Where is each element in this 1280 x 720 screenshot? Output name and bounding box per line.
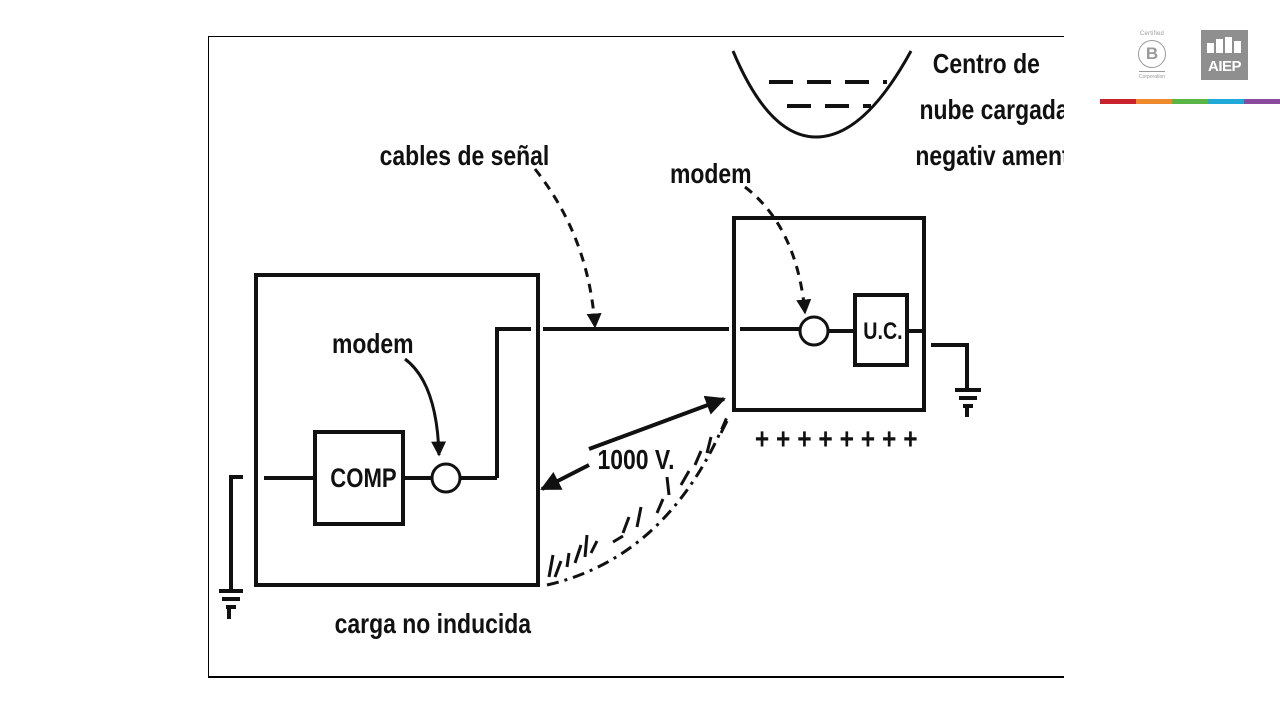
charged-cloud	[731, 50, 913, 139]
comp-label: COMP	[330, 464, 396, 494]
b-corp-top-text: Certified	[1139, 31, 1165, 37]
plus-signs: + + + + + + + +	[755, 422, 918, 456]
local-ground-icon	[219, 475, 243, 619]
stripe-segment	[1100, 99, 1136, 104]
stripe-segment	[1136, 99, 1172, 104]
b-corp-bottom-text: Corporation	[1138, 74, 1166, 80]
b-corp-logo: Certified B Corporation	[1131, 30, 1173, 82]
remote-ground-icon	[931, 343, 981, 417]
aiep-text: AIEP	[1207, 58, 1242, 75]
b-corp-rule	[1139, 71, 1165, 72]
remote-modem-arrow	[744, 185, 812, 315]
brand-color-stripe	[1100, 99, 1280, 104]
stripe-segment	[1172, 99, 1208, 104]
cloud-label-line-3: negativ amente	[915, 141, 1064, 172]
induced-discharge-path	[546, 416, 729, 587]
remote-unit-box	[732, 216, 926, 412]
cloud-label-line-1: Centro de	[933, 49, 1040, 80]
diagram-frame: Centro de nube cargada negativ amente ca…	[208, 36, 1064, 678]
signal-cable	[495, 327, 922, 478]
uc-label: U.C.	[863, 317, 902, 344]
potential-arrow-to-remote	[588, 395, 726, 451]
signal-cables-label: cables de señal	[380, 141, 550, 172]
local-unit-box	[254, 273, 540, 587]
voltage-label: 1000 V.	[597, 445, 674, 476]
local-modem-arrow	[404, 357, 447, 457]
cloud-label-line-2: nube cargada	[919, 95, 1064, 126]
aiep-logo: AIEP	[1201, 30, 1248, 80]
stripe-segment	[1208, 99, 1244, 104]
remote-modem-circle	[798, 315, 830, 347]
local-modem-circle	[430, 462, 462, 494]
comp-box	[313, 430, 405, 526]
b-corp-letter: B	[1138, 40, 1166, 68]
aiep-bars-icon	[1207, 37, 1241, 53]
stripe-segment	[1244, 99, 1280, 104]
signal-cables-arrow	[533, 168, 602, 329]
remote-modem-label: modem	[670, 159, 752, 190]
no-induced-charge-label: carga no inducida	[335, 609, 532, 640]
lightning-induction-diagram: Centro de nube cargada negativ amente ca…	[219, 49, 1064, 640]
local-modem-label: modem	[332, 329, 414, 360]
potential-arrow-to-local	[540, 463, 590, 491]
